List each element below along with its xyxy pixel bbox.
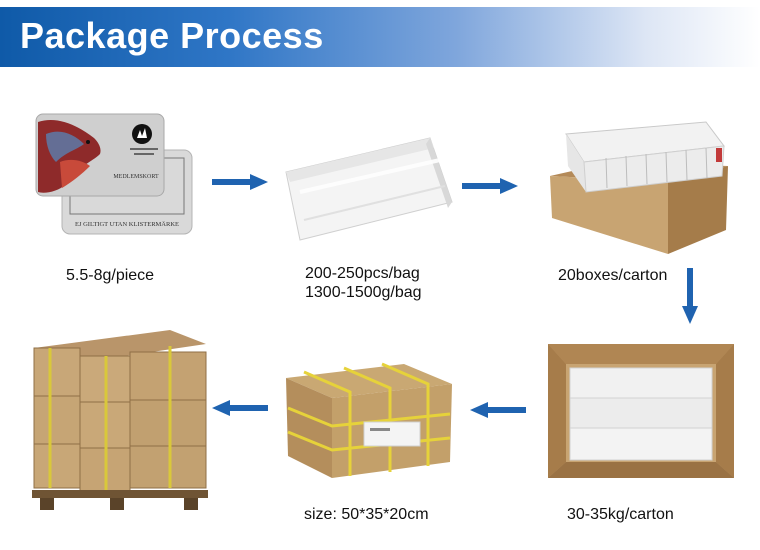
step5-caption: size: 50*35*20cm: [304, 505, 429, 524]
step3-caption: 20boxes/carton: [558, 266, 667, 285]
step1-caption: 5.5-8g/piece: [66, 266, 154, 285]
arrow-right-icon: [212, 174, 268, 190]
header-banner: Package Process: [0, 7, 760, 67]
step4-caption: 30-35kg/carton: [567, 505, 674, 524]
card-back-text: EJ GILTIGT UTAN KLISTERMÄRKE: [75, 221, 179, 228]
arrow-left-icon: [470, 402, 526, 418]
pallet-photo: [20, 326, 208, 512]
step2-caption-line1: 200-250pcs/bag: [305, 264, 420, 283]
bag-photo: [280, 132, 455, 244]
page-title: Package Process: [20, 15, 324, 57]
box-photo: [546, 118, 732, 256]
arrow-right-icon: [462, 178, 518, 194]
card-photo: EJ GILTIGT UTAN KLISTERMÄRKE MEDLEMSKORT: [32, 112, 198, 238]
sealed-carton-photo: [284, 358, 454, 482]
card-front-text: MEDLEMSKORT: [113, 174, 159, 180]
card-front: MEDLEMSKORT: [36, 114, 164, 196]
open-carton-photo: [546, 342, 736, 480]
arrow-down-icon: [682, 268, 698, 324]
arrow-left-icon: [212, 400, 268, 416]
step2-caption-line2: 1300-1500g/bag: [305, 283, 422, 302]
